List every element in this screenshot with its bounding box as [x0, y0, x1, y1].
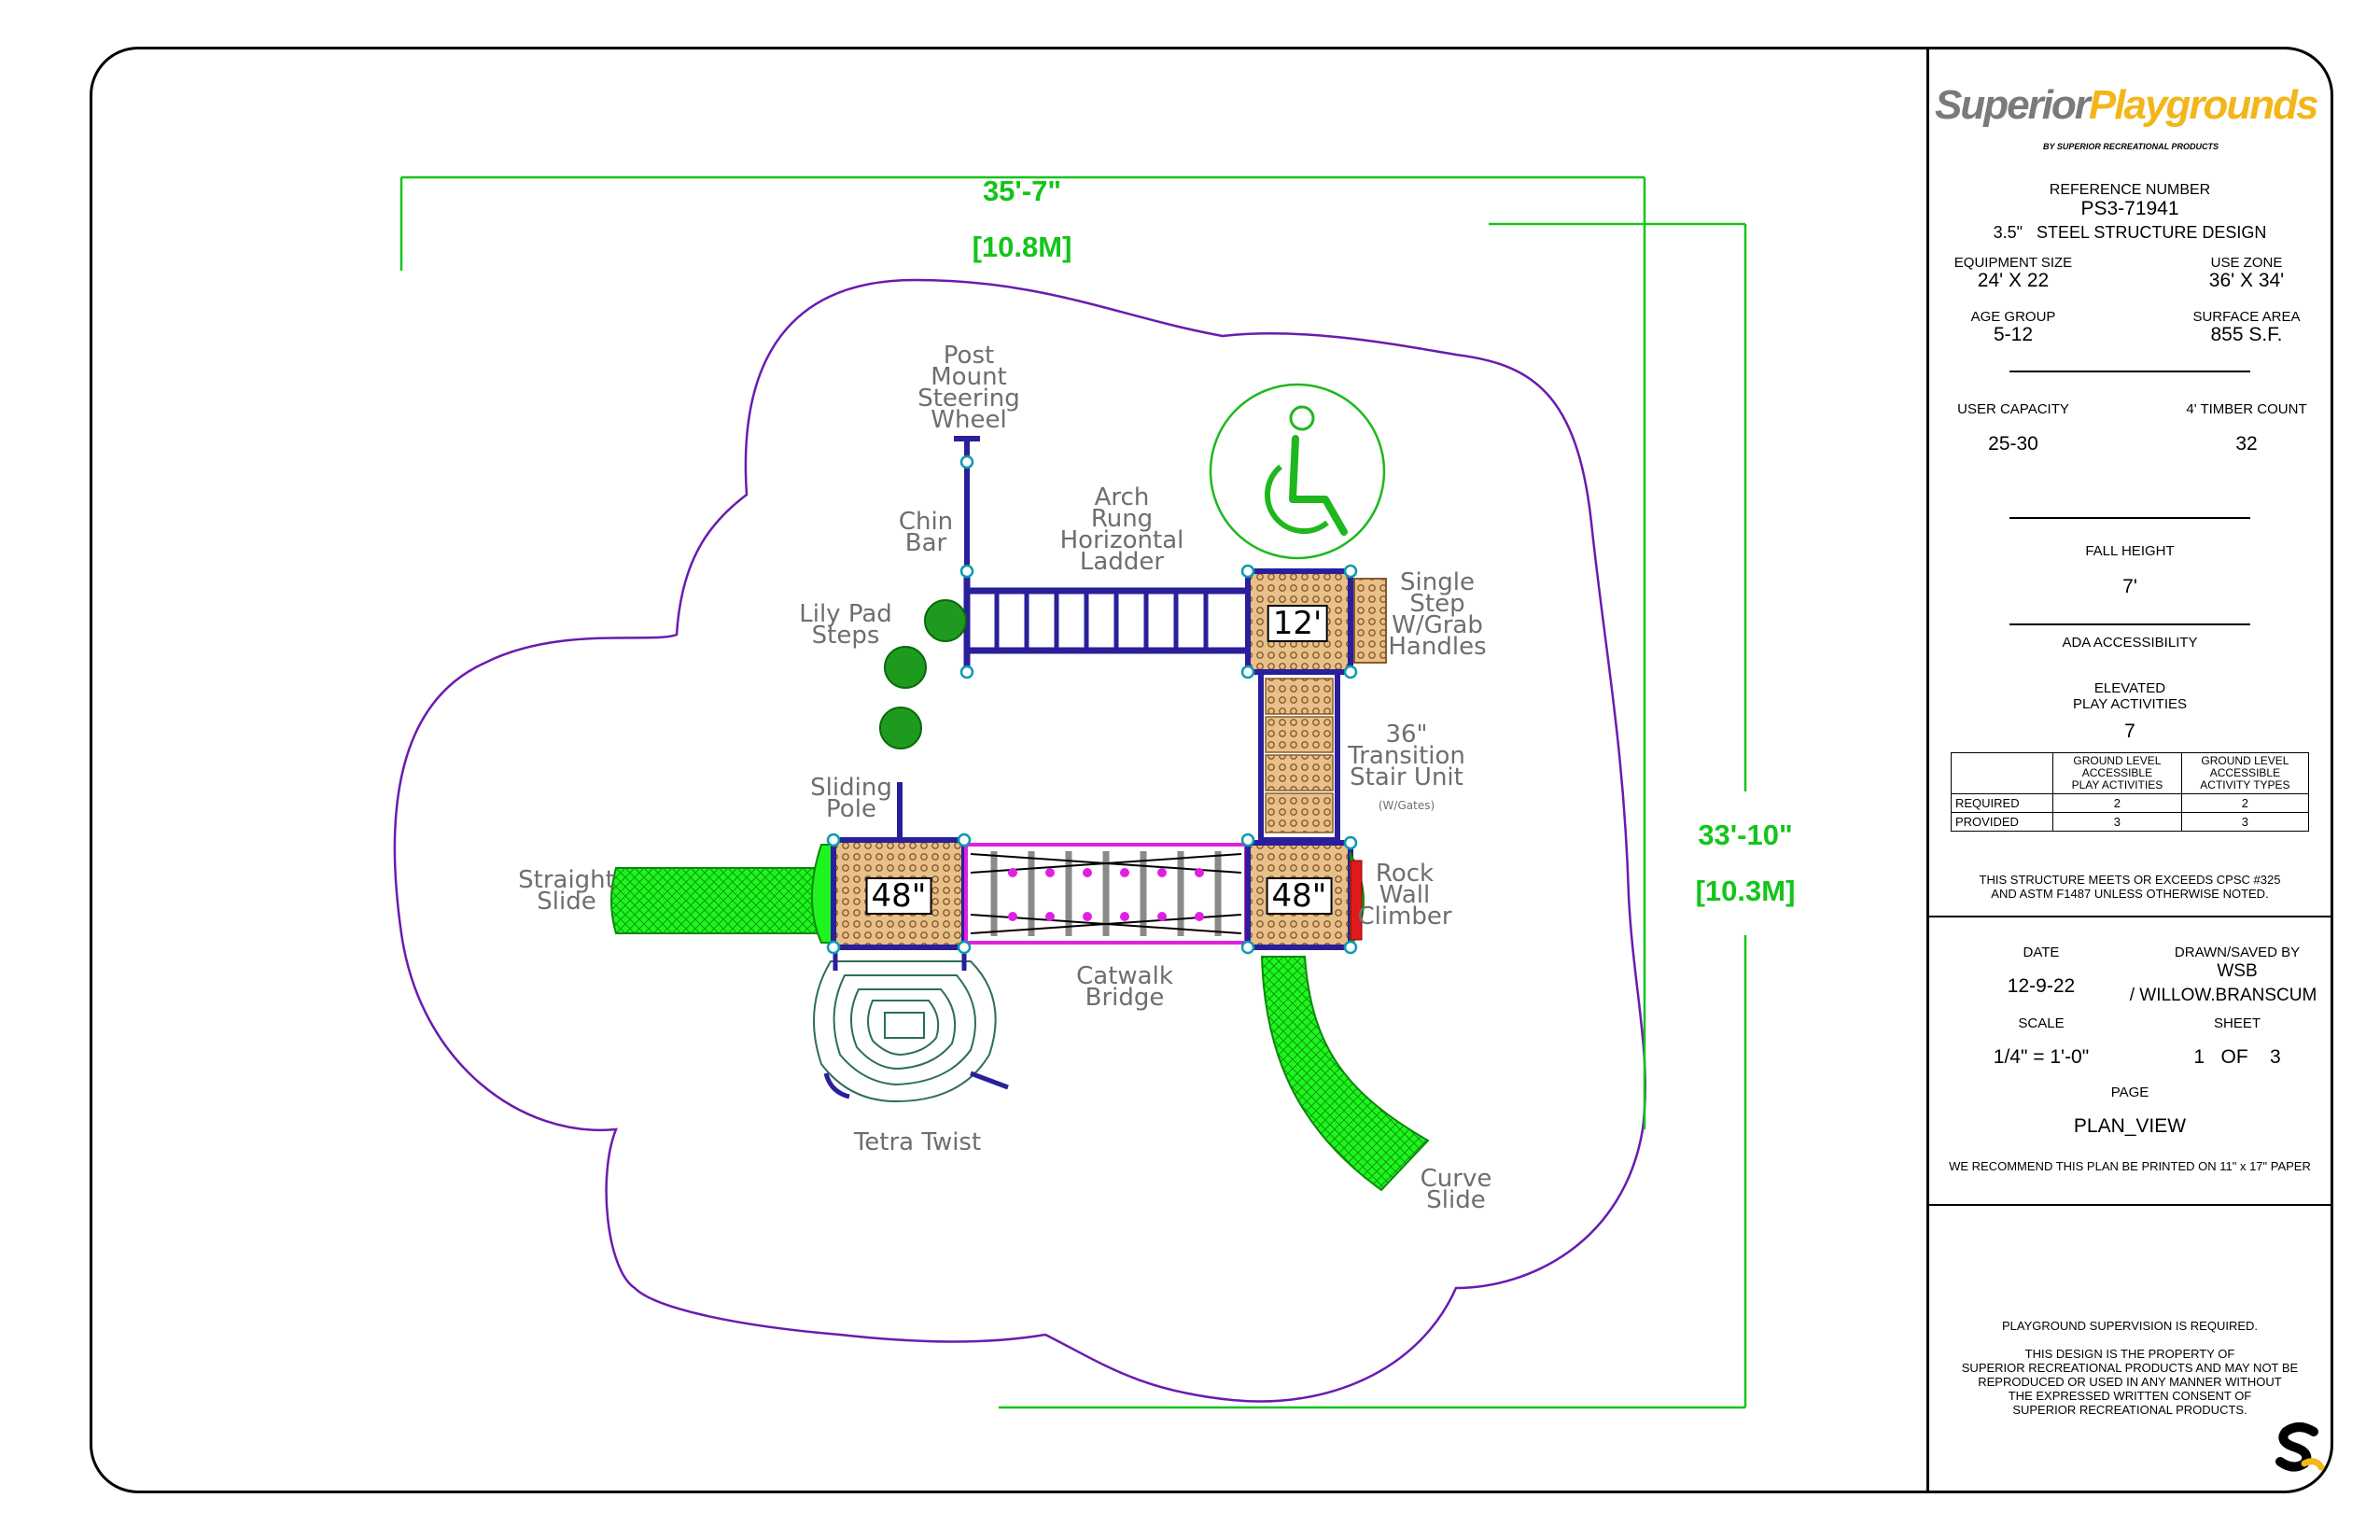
- straight-slide: [610, 867, 832, 934]
- label-curve-slide: Curve Slide: [1420, 1165, 1492, 1214]
- label-transition: 36" Transition Stair Unit: [1348, 721, 1465, 791]
- label-straight-slide: Straight Slide: [518, 866, 615, 916]
- ada-cell: PROVIDED: [1951, 812, 2053, 832]
- logo-playgrounds: Playgrounds: [2088, 82, 2318, 128]
- age-group-label: AGE GROUP: [1970, 309, 2056, 325]
- drawn-by-value-1: WSB: [2217, 961, 2258, 981]
- ada-header-types: GROUND LEVEL ACCESSIBLE ACTIVITY TYPES: [2180, 752, 2310, 794]
- scale-label: SCALE: [2018, 1015, 2065, 1031]
- ada-cell: 3: [2052, 812, 2182, 832]
- label-single-step: Single Step W/Grab Handles: [1388, 568, 1487, 661]
- deck-48-left-label: 48": [865, 877, 932, 915]
- width-label: 35'-7": [982, 175, 1062, 207]
- property-note: THIS DESIGN IS THE PROPERTY OF SUPERIOR …: [1961, 1347, 2299, 1417]
- use-zone-value: 36' X 34': [2208, 270, 2285, 291]
- age-group-value: 5-12: [1993, 324, 2034, 345]
- rule-3: [2009, 623, 2250, 625]
- post-cap: [959, 455, 974, 469]
- depth-metric: [10.3M]: [1695, 875, 1796, 907]
- ada-header-activities: GROUND LEVEL ACCESSIBLE PLAY ACTIVITIES: [2052, 752, 2182, 794]
- ada-table: GROUND LEVEL ACCESSIBLE PLAY ACTIVITIES …: [1951, 752, 2310, 832]
- reference-label: REFERENCE NUMBER: [2049, 182, 2211, 198]
- use-zone-label: USE ZONE: [2210, 255, 2283, 271]
- title-block: SuperiorPlaygrounds BY SUPERIOR RECREATI…: [1929, 49, 2331, 1491]
- ada-accessibility-label: ADA ACCESSIBILITY: [2062, 635, 2198, 651]
- fall-height-value: 7': [2122, 576, 2137, 597]
- ada-row-required: REQUIRED 2 2: [1951, 793, 2310, 813]
- corner-s-logo: [2273, 1421, 2325, 1473]
- supervision-note: PLAYGROUND SUPERVISION IS REQUIRED.: [2001, 1319, 2259, 1333]
- width-dimension-line: [399, 175, 1646, 1129]
- curve-slide-bed: [1260, 956, 1430, 1192]
- label-chin-bar: Chin Bar: [898, 508, 954, 557]
- drawn-by-label: DRAWN/SAVED BY: [2174, 945, 2301, 960]
- ada-row-provided: PROVIDED 3 3: [1951, 812, 2310, 832]
- surface-area-label: SURFACE AREA: [2192, 309, 2301, 325]
- page-label: PAGE: [2110, 1085, 2149, 1100]
- transition-steps: [1265, 678, 1334, 833]
- equipment-size-value: 24' X 22: [1977, 270, 2050, 291]
- elevated-activities-value: 7: [2124, 721, 2135, 742]
- compliance-note: THIS STRUCTURE MEETS OR EXCEEDS CPSC #32…: [1979, 873, 2281, 901]
- date-value: 12-9-22: [2007, 975, 2076, 997]
- rule-4: [1929, 916, 2331, 917]
- width-metric: [10.8M]: [972, 231, 1072, 263]
- ada-table-header: GROUND LEVEL ACCESSIBLE PLAY ACTIVITIES …: [1951, 752, 2310, 794]
- depth-dimension-line: [999, 222, 1747, 1409]
- timber-count-label: 4' TIMBER COUNT: [2186, 401, 2307, 417]
- equipment-size-label: EQUIPMENT SIZE: [1953, 255, 2073, 271]
- logo-tagline: BY SUPERIOR RECREATIONAL PRODUCTS: [2042, 142, 2219, 151]
- page-value: PLAN_VIEW: [2073, 1115, 2187, 1137]
- tetra-twist: [813, 960, 997, 1103]
- label-rock-wall: Rock Wall Climber: [1357, 860, 1452, 931]
- ada-cell: REQUIRED: [1951, 793, 2053, 813]
- sheet-value: 1 OF 3: [2193, 1046, 2281, 1068]
- company-logo: SuperiorPlaygrounds: [1935, 82, 2318, 129]
- sheet-label: SHEET: [2213, 1015, 2261, 1031]
- deck-12-label: 12': [1267, 605, 1328, 642]
- surface-area-value: 855 S.F.: [2210, 324, 2283, 345]
- user-capacity-label: USER CAPACITY: [1957, 401, 2069, 417]
- label-arch-ladder: Arch Rung Horizontal Ladder: [1059, 483, 1184, 576]
- deck-48-right-label: 48": [1266, 877, 1333, 915]
- scale-value: 1/4" = 1'-0": [1993, 1046, 2090, 1068]
- rule-5: [1929, 1204, 2331, 1206]
- user-capacity-value: 25-30: [1988, 433, 2038, 455]
- label-sliding-pole: Sliding Pole: [810, 774, 892, 823]
- label-steering-wheel: Post Mount Steering Wheel: [917, 342, 1020, 434]
- plan-view-diagram: [393, 175, 1747, 1409]
- label-transition-note: (W/Gates): [1378, 799, 1435, 812]
- drawn-by-value-2: / WILLOW.BRANSCUM: [2129, 986, 2317, 1005]
- logo-superior: Superior: [1935, 82, 2091, 128]
- timber-count-value: 32: [2235, 433, 2258, 455]
- sheet-frame: [90, 47, 2333, 1493]
- label-tetra-twist: Tetra Twist: [853, 1128, 982, 1156]
- use-zone-outline: [393, 278, 1647, 1403]
- ladder-rungs: [994, 591, 1209, 651]
- rock-wall-climber: [1350, 860, 1363, 941]
- reference-value: PS3-71941: [2080, 198, 2179, 219]
- elevated-activities-label: ELEVATED PLAY ACTIVITIES: [2073, 680, 2187, 712]
- single-step: [1353, 578, 1387, 664]
- date-label: DATE: [2023, 945, 2060, 960]
- rule-2: [2009, 517, 2250, 519]
- ada-cell: 3: [2180, 812, 2310, 832]
- connector-nodes: [826, 564, 1358, 955]
- ada-cell: 2: [2052, 793, 2182, 813]
- label-catwalk: Catwalk Bridge: [1076, 962, 1173, 1012]
- title-block-divider: [1926, 49, 1929, 1491]
- depth-dimension-label: 33'-10" [10.3M]: [1689, 791, 1801, 935]
- ada-cell: 2: [2180, 793, 2310, 813]
- lily-pad-steps: [879, 599, 967, 749]
- print-note: WE RECOMMEND THIS PLAN BE PRINTED ON 11"…: [1949, 1159, 2311, 1173]
- structure-design: 3.5" STEEL STRUCTURE DESIGN: [1993, 223, 2267, 242]
- depth-label: 33'-10": [1698, 819, 1793, 851]
- width-dimension-label: 35'-7" [10.8M]: [973, 149, 1072, 289]
- rule-1: [2009, 371, 2250, 372]
- fall-height-label: FALL HEIGHT: [2085, 543, 2175, 559]
- label-lily-pad: Lily Pad Steps: [799, 600, 892, 650]
- ada-wheelchair-symbol: [1209, 383, 1386, 560]
- catwalk-bridge: [964, 843, 1248, 945]
- ada-header-blank: [1951, 752, 2053, 794]
